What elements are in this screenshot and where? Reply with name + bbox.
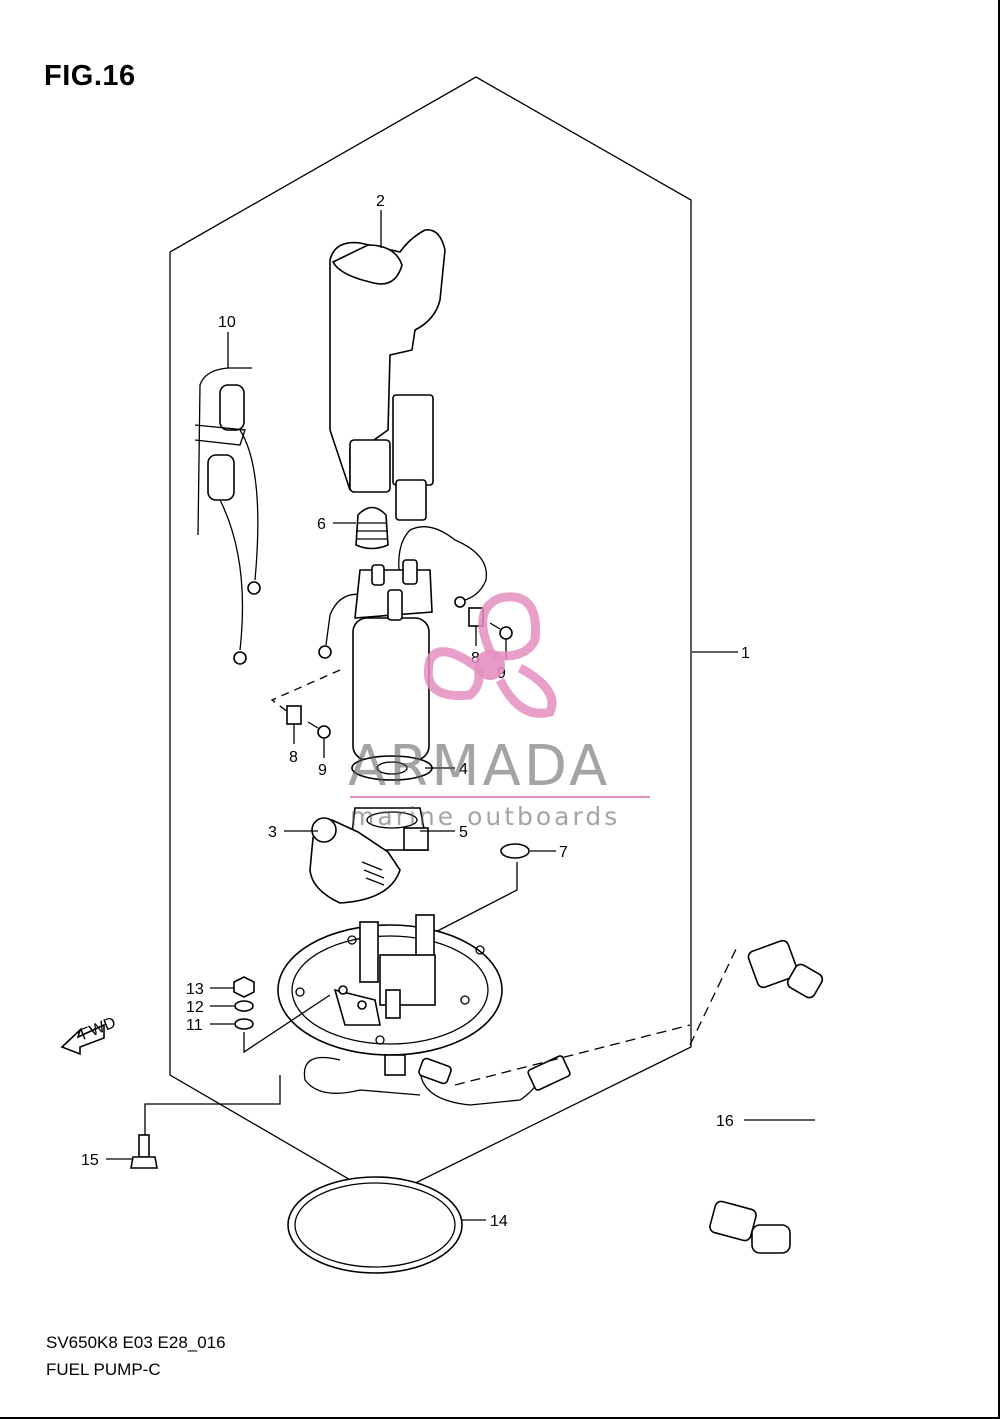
part-2-pump-housing[interactable]	[329, 229, 446, 521]
callout-11: 11	[186, 1017, 203, 1034]
ground-terminal-ring	[318, 645, 332, 659]
callout-9-left: 9	[318, 762, 327, 779]
leader-11-13	[243, 994, 331, 1054]
callout-6: 6	[317, 516, 326, 533]
part-12-lockwasher[interactable]	[234, 1000, 254, 1012]
part-8-clip-left[interactable]	[286, 705, 302, 725]
callout-10: 10	[218, 314, 236, 331]
figure-title: FIG.16	[44, 60, 136, 92]
part-9-screw-right[interactable]	[489, 622, 513, 640]
fwd-arrow-icon	[60, 1023, 105, 1056]
callout-15: 15	[81, 1152, 99, 1169]
callout-8-left: 8	[289, 749, 298, 766]
part-6-isolator[interactable]	[355, 506, 389, 550]
part-15-bolt[interactable]	[130, 1134, 158, 1169]
part-11-washer[interactable]	[234, 1018, 254, 1030]
callout-7: 7	[559, 844, 568, 861]
wire-terminal-ring	[454, 596, 466, 608]
figure-name: FUEL PUMP-C	[46, 1360, 161, 1379]
callout-12: 12	[186, 999, 204, 1016]
callout-4: 4	[459, 761, 468, 778]
part-16-fuel-hose[interactable]	[709, 939, 849, 1254]
armada-watermark: ARMADA marine outboards	[348, 592, 650, 831]
leader-dashed-16	[454, 944, 739, 1086]
part-3-fuel-filter[interactable]	[309, 817, 401, 904]
figure-code: SV650K8 E03 E28_016	[46, 1333, 226, 1352]
part-9-screw-left[interactable]	[307, 721, 331, 739]
fuel-pump-motor[interactable]	[352, 559, 433, 761]
callout-13: 13	[186, 981, 204, 998]
pump-mounting-plate[interactable]	[277, 914, 503, 1076]
callout-1: 1	[741, 645, 750, 662]
callout-16: 16	[716, 1113, 734, 1130]
assembly-outline	[169, 76, 692, 1200]
part-7-oring[interactable]	[500, 843, 530, 859]
leader-dashed-10	[270, 669, 341, 719]
callout-3: 3	[268, 824, 277, 841]
propeller-logo-icon	[424, 592, 557, 718]
part-13-nut[interactable]	[233, 976, 255, 998]
part-10-level-sensor[interactable]	[194, 343, 261, 665]
watermark-brand: ARMADA	[348, 734, 610, 799]
leader-7	[419, 862, 518, 941]
callout-14: 14	[490, 1213, 508, 1230]
leader-15	[144, 1075, 281, 1135]
part-14-gasket[interactable]	[287, 1176, 463, 1274]
callout-8-right: 8	[471, 650, 480, 667]
plate-fitting	[418, 1057, 452, 1085]
harness-connector[interactable]	[527, 1055, 571, 1091]
pump-wire-harness	[398, 526, 488, 601]
callout-5: 5	[459, 824, 468, 841]
watermark-tagline: marine outboards	[350, 802, 620, 831]
callout-2: 2	[376, 193, 385, 210]
